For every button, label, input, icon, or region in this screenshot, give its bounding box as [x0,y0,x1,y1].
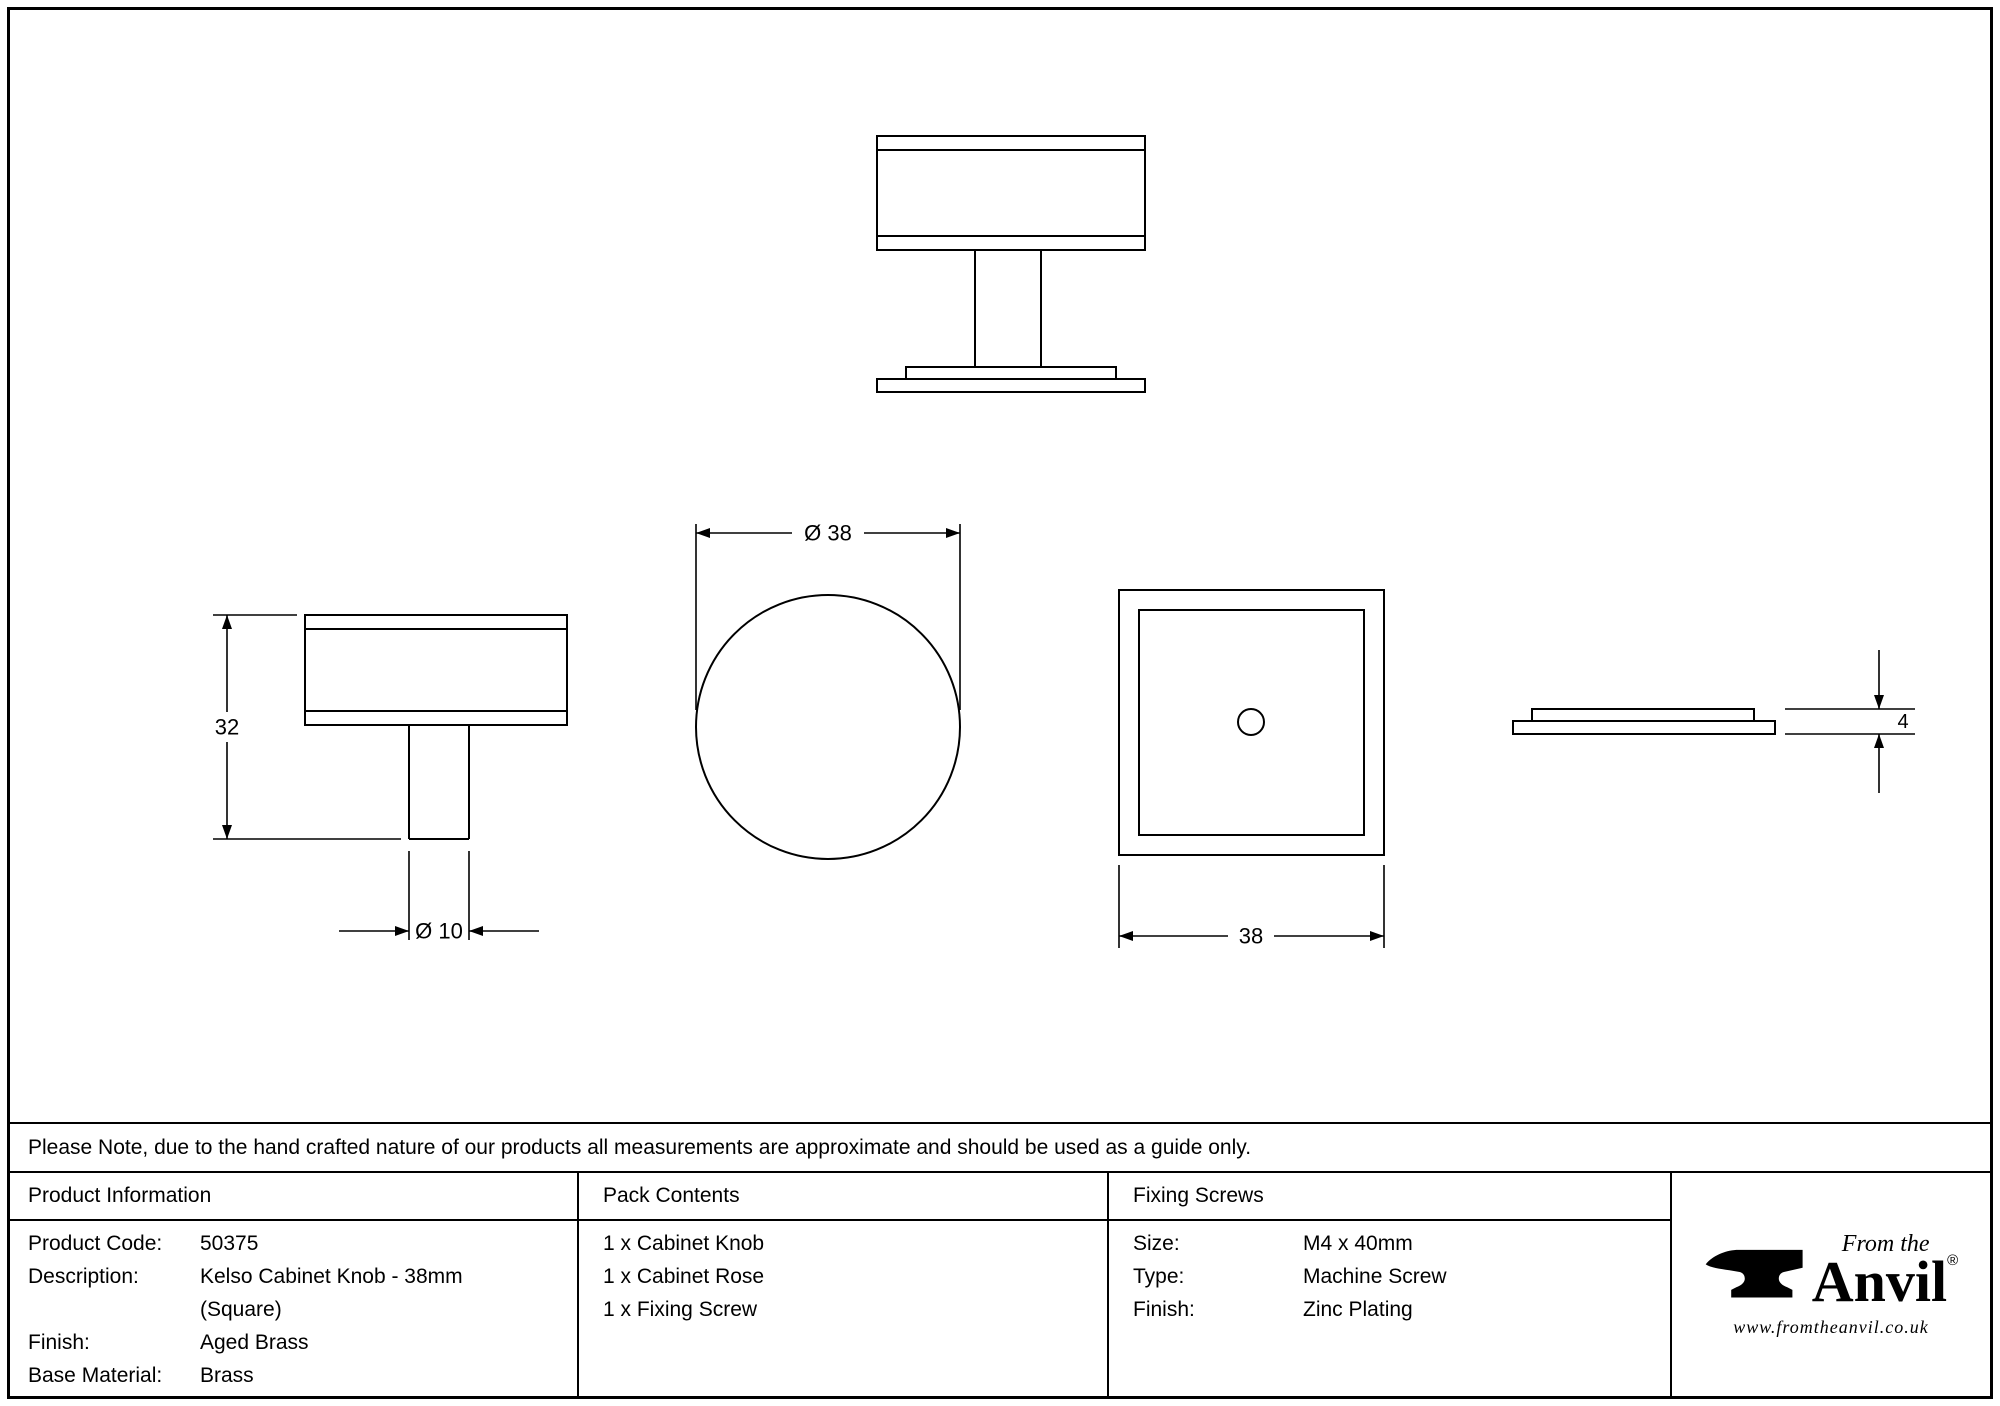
arrowhead-up [1874,734,1884,748]
arrowhead-down [1874,695,1884,709]
rose-upper-outline [905,366,1117,380]
pack-item: 1 x Cabinet Rose [603,1265,765,1288]
fixing-screws-body: Size: M4 x 40mm Type: Machine Screw Fini… [1109,1221,1670,1326]
arrowhead-right [1370,931,1384,941]
drawing-rose-profile [1512,708,1776,735]
dimension-rose-width: 38 [1118,865,1385,950]
field-value: Zinc Plating [1303,1298,1413,1321]
pack-contents-section: Pack Contents 1 x Cabinet Knob 1 x Cabin… [577,1173,1107,1396]
dimension-height: 32 [206,614,401,840]
arrowhead-left [469,926,483,936]
logo-from-the: From the [1841,1231,1930,1258]
brand-logo-cell: From the Anvil ® www.fromtheanvil.co.uk [1670,1173,1990,1396]
drawing-plan-view-circle [695,594,961,860]
fixing-screws-header: Fixing Screws [1109,1173,1670,1221]
drawing-front-elevation-with-rose [876,135,1146,393]
field-value: M4 x 40mm [1303,1232,1413,1255]
pack-contents-body: 1 x Cabinet Knob 1 x Cabinet Rose 1 x Fi… [579,1221,1107,1326]
pack-item: 1 x Cabinet Knob [603,1232,765,1255]
field-value: Brass [200,1364,254,1387]
label-mask [1228,922,1274,950]
dimension-knob-diameter: Ø 38 [695,519,961,710]
field-label: Type: [1133,1265,1185,1288]
field-value: 50375 [200,1232,259,1255]
label-mask [792,519,864,547]
note-text: Please Note, due to the hand crafted nat… [28,1135,1252,1159]
anvil-icon [1705,1249,1803,1298]
field-label: Product Code: [28,1232,163,1255]
logo-brand-row: Anvil ® [1811,1249,1959,1315]
rose-upper-outline [1531,708,1755,722]
arrowhead-left [696,528,710,538]
product-information-section: Product Information Product Code: 50375 … [10,1173,577,1396]
logo-brand: Anvil [1811,1249,1948,1315]
finish-row: Finish: Zinc Plating [1133,1293,1656,1326]
logo-website: www.fromtheanvil.co.uk [1733,1316,1929,1337]
dimension-stem-diameter: Ø 10 [339,851,539,945]
dimension-label-height: 32 [215,715,239,740]
registered-mark-icon: ® [1947,1252,1959,1270]
technical-drawings: 32 Ø 10 Ø 38 [206,135,1915,950]
brand-logo: From the Anvil ® www.fromtheanvil.co.uk [1704,1231,1958,1338]
knob-head-outline [876,135,1146,251]
screw-hole [1237,708,1265,736]
field-label: Finish: [28,1331,90,1354]
rose-outer-outline [1118,589,1385,856]
dimension-label-rose-thickness: 4 [1897,711,1908,733]
info-table: Product Information Product Code: 50375 … [10,1173,1990,1396]
pack-item: 1 x Fixing Screw [603,1298,758,1321]
rose-base-outline [876,378,1146,393]
field-label: Size: [1133,1232,1180,1255]
knob-face-circle [695,594,961,860]
arrowhead-down [222,825,232,839]
type-row: Type: Machine Screw [1133,1260,1656,1293]
base-material-row: Base Material: Brass [28,1359,563,1392]
rose-inner-outline [1138,609,1365,836]
drawing-back-view-square [1118,589,1385,856]
field-label: Finish: [1133,1298,1195,1321]
arrowhead-up [222,615,232,629]
fixing-screws-section: Fixing Screws Size: M4 x 40mm Type: Mach… [1107,1173,1670,1396]
product-code-row: Product Code: 50375 [28,1227,563,1260]
note-row: Please Note, due to the hand crafted nat… [10,1122,1990,1173]
description-row: Description: Kelso Cabinet Knob - 38mm (… [28,1260,563,1326]
dimension-rose-thickness: 4 [1785,650,1915,793]
rose-base-outline [1512,720,1776,735]
pack-contents-header: Pack Contents [579,1173,1107,1221]
product-information-body: Product Code: 50375 Description: Kelso C… [10,1221,577,1392]
arrowhead-left [1119,931,1133,941]
label-mask [206,712,248,742]
field-label: Base Material: [28,1364,163,1387]
label-mask [413,917,465,945]
anvil-shape [1705,1249,1803,1298]
field-label: Description: [28,1265,139,1288]
knob-head-outline [304,614,568,726]
dimension-label-rose-width: 38 [1239,924,1263,949]
product-information-header: Product Information [10,1173,577,1221]
arrowhead-right [946,528,960,538]
size-row: Size: M4 x 40mm [1133,1227,1656,1260]
field-value: Machine Screw [1303,1265,1447,1288]
finish-row: Finish: Aged Brass [28,1326,563,1359]
field-value: Aged Brass [200,1331,309,1354]
logo-text: From the Anvil ® [1812,1231,1958,1313]
field-value: Kelso Cabinet Knob - 38mm (Square) [200,1265,463,1321]
drawing-side-elevation [304,614,568,840]
datasheet-page: 32 Ø 10 Ø 38 [7,7,1993,1399]
dimension-label-knob-diameter: Ø 38 [804,521,852,546]
dimension-label-stem-diameter: Ø 10 [415,919,463,944]
logo-top: From the Anvil ® [1704,1231,1958,1313]
arrowhead-right [395,926,409,936]
